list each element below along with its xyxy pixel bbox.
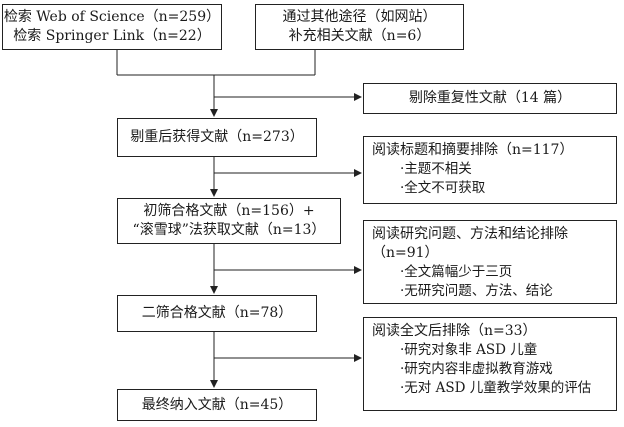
second-screen-box: 二筛合格文献（n=78） bbox=[117, 295, 317, 332]
other-sources-box: 通过其他途径（如网站） 补充相关文献（n=6） bbox=[255, 4, 464, 50]
screen3-exclusion-item: ·研究对象非 ASD 儿童 bbox=[400, 342, 538, 358]
screen2-exclusion-item: ·全文篇幅少于三页 bbox=[400, 264, 513, 280]
screen1-exclusion-item: ·全文不可获取 bbox=[400, 180, 486, 196]
first-screen-line2: “滚雪球”法获取文献（n=13） bbox=[132, 222, 326, 238]
other-sources-line1: 通过其他途径（如网站） bbox=[282, 9, 437, 25]
springer-link-count: 检索 Springer Link（n=22） bbox=[13, 28, 211, 44]
screen2-exclusion-count: （n=91） bbox=[372, 245, 439, 261]
screen1-exclusion-box: 阅读标题和摘要排除（n=117） ·主题不相关 ·全文不可获取 bbox=[363, 136, 617, 204]
screen1-exclusion-item: ·主题不相关 bbox=[400, 161, 472, 177]
first-screen-line1: 初筛合格文献（n=156）+ bbox=[143, 203, 315, 219]
database-search-box: 检索 Web of Science（n=259） 检索 Springer Lin… bbox=[2, 4, 222, 50]
after-dedup-box: 剔重后获得文献（n=273） bbox=[117, 118, 317, 157]
screen3-exclusion-item: ·研究内容非虚拟教育游戏 bbox=[400, 361, 553, 377]
dedup-removed-text: 剔除重复性文献（14 篇） bbox=[408, 90, 572, 106]
screen2-exclusion-box: 阅读研究问题、方法和结论排除 （n=91） ·全文篇幅少于三页 ·无研究问题、方… bbox=[363, 220, 617, 304]
dedup-removed-box: 剔除重复性文献（14 篇） bbox=[363, 83, 617, 114]
screen1-exclusion-title: 阅读标题和摘要排除（n=117） bbox=[372, 142, 574, 158]
screen2-exclusion-item: ·无研究问题、方法、结论 bbox=[400, 283, 553, 299]
screen2-exclusion-title: 阅读研究问题、方法和结论排除 bbox=[372, 226, 568, 242]
first-screen-box: 初筛合格文献（n=156）+ “滚雪球”法获取文献（n=13） bbox=[117, 198, 341, 244]
screen3-exclusion-box: 阅读全文后排除（n=33） ·研究对象非 ASD 儿童 ·研究内容非虚拟教育游戏… bbox=[363, 317, 617, 411]
second-screen-text: 二筛合格文献（n=78） bbox=[141, 305, 293, 321]
final-included-box: 最终纳入文献（n=45） bbox=[117, 389, 317, 421]
other-sources-line2: 补充相关文献（n=6） bbox=[288, 28, 431, 44]
after-dedup-text: 剔重后获得文献（n=273） bbox=[130, 129, 304, 145]
final-included-text: 最终纳入文献（n=45） bbox=[141, 396, 293, 413]
screen3-exclusion-item: ·无对 ASD 儿童教学效果的评估 bbox=[400, 380, 592, 396]
screen3-exclusion-title: 阅读全文后排除（n=33） bbox=[372, 323, 537, 339]
web-of-science-count: 检索 Web of Science（n=259） bbox=[3, 9, 221, 25]
